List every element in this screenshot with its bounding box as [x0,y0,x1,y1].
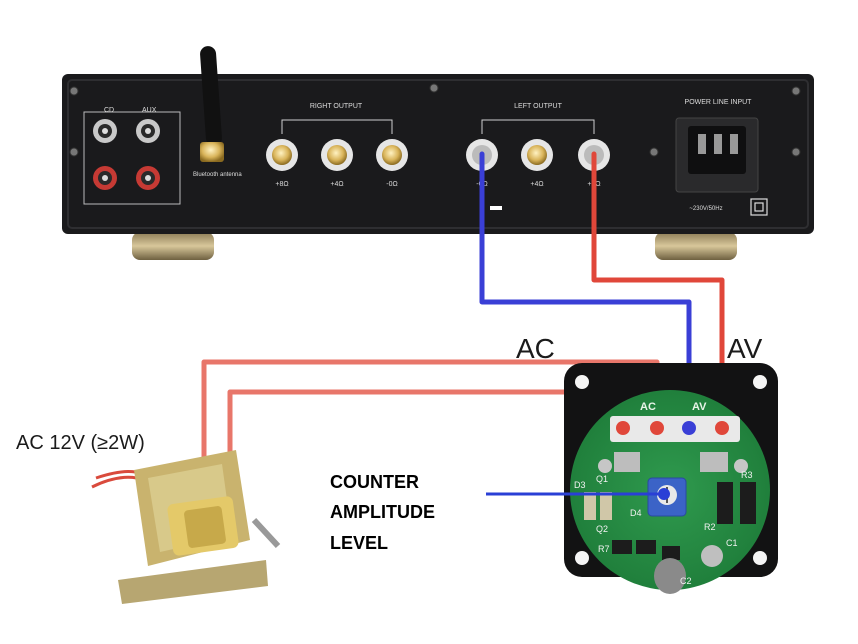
pot-label-line-2: AMPLITUDE [330,502,435,522]
input-panel [83,111,181,205]
power-rating: ~230V/50Hz [689,206,722,212]
ac-label: AC [516,333,555,364]
pcb-connector-pins [610,416,740,442]
pcb-reference-labels: D3 D4 R2 R3 C1 C2 Q1 Q2 R7 [574,470,753,586]
signal-wire-positive [591,151,725,427]
pcb-label-av: AV [692,401,707,413]
ref-q1: Q1 [596,474,608,484]
amplifier-foot-left [132,232,214,260]
left-terminal-label-2: +4Ω [530,181,543,188]
ref-c2: C2 [680,576,692,586]
left-output-terminals [466,139,610,171]
aux-input-label: AUX [142,107,157,114]
pot-pointer [486,488,670,500]
bluetooth-antenna-label: Bluetooth antenna [193,172,242,178]
negative-mark [490,206,502,210]
pcb-label-ac: AC [640,401,656,413]
right-terminal-label-3: -0Ω [386,181,397,188]
vu-meter-board: AC AV D3 D4 R2 R3 [564,363,778,594]
ref-r3: R3 [741,470,753,480]
left-output-title: LEFT OUTPUT [514,103,562,110]
ref-q2: Q2 [596,524,608,534]
ref-d4: D4 [630,508,642,518]
pcb-components [584,452,756,594]
amplifier-foot-right [655,232,737,260]
right-terminal-label-2: +4Ω [330,181,343,188]
right-terminal-label-1: +8Ω [275,181,288,188]
bluetooth-antenna [200,46,224,162]
transformer [91,450,281,604]
ref-c1: C1 [726,538,738,548]
ref-r2: R2 [704,522,716,532]
av-label: AV [727,333,763,364]
amplifier-chassis [62,74,814,234]
cd-input-label: CD [104,107,114,114]
amplifier-rear-panel: CD AUX Bluetooth antenna RIGHT OUTPUT +8… [62,46,814,260]
ref-d3: D3 [574,480,586,490]
pot-label-line-1: COUNTER [330,472,419,492]
pot-label-line-3: LEVEL [330,533,388,553]
power-input-title: POWER LINE INPUT [685,99,753,106]
class-ii-symbol [750,198,768,216]
rca-jacks [93,119,160,190]
transformer-label: AC 12V (≥2W) [16,432,145,454]
ref-r7: R7 [598,544,610,554]
right-output-title: RIGHT OUTPUT [310,103,363,110]
right-output-terminals [266,139,408,171]
